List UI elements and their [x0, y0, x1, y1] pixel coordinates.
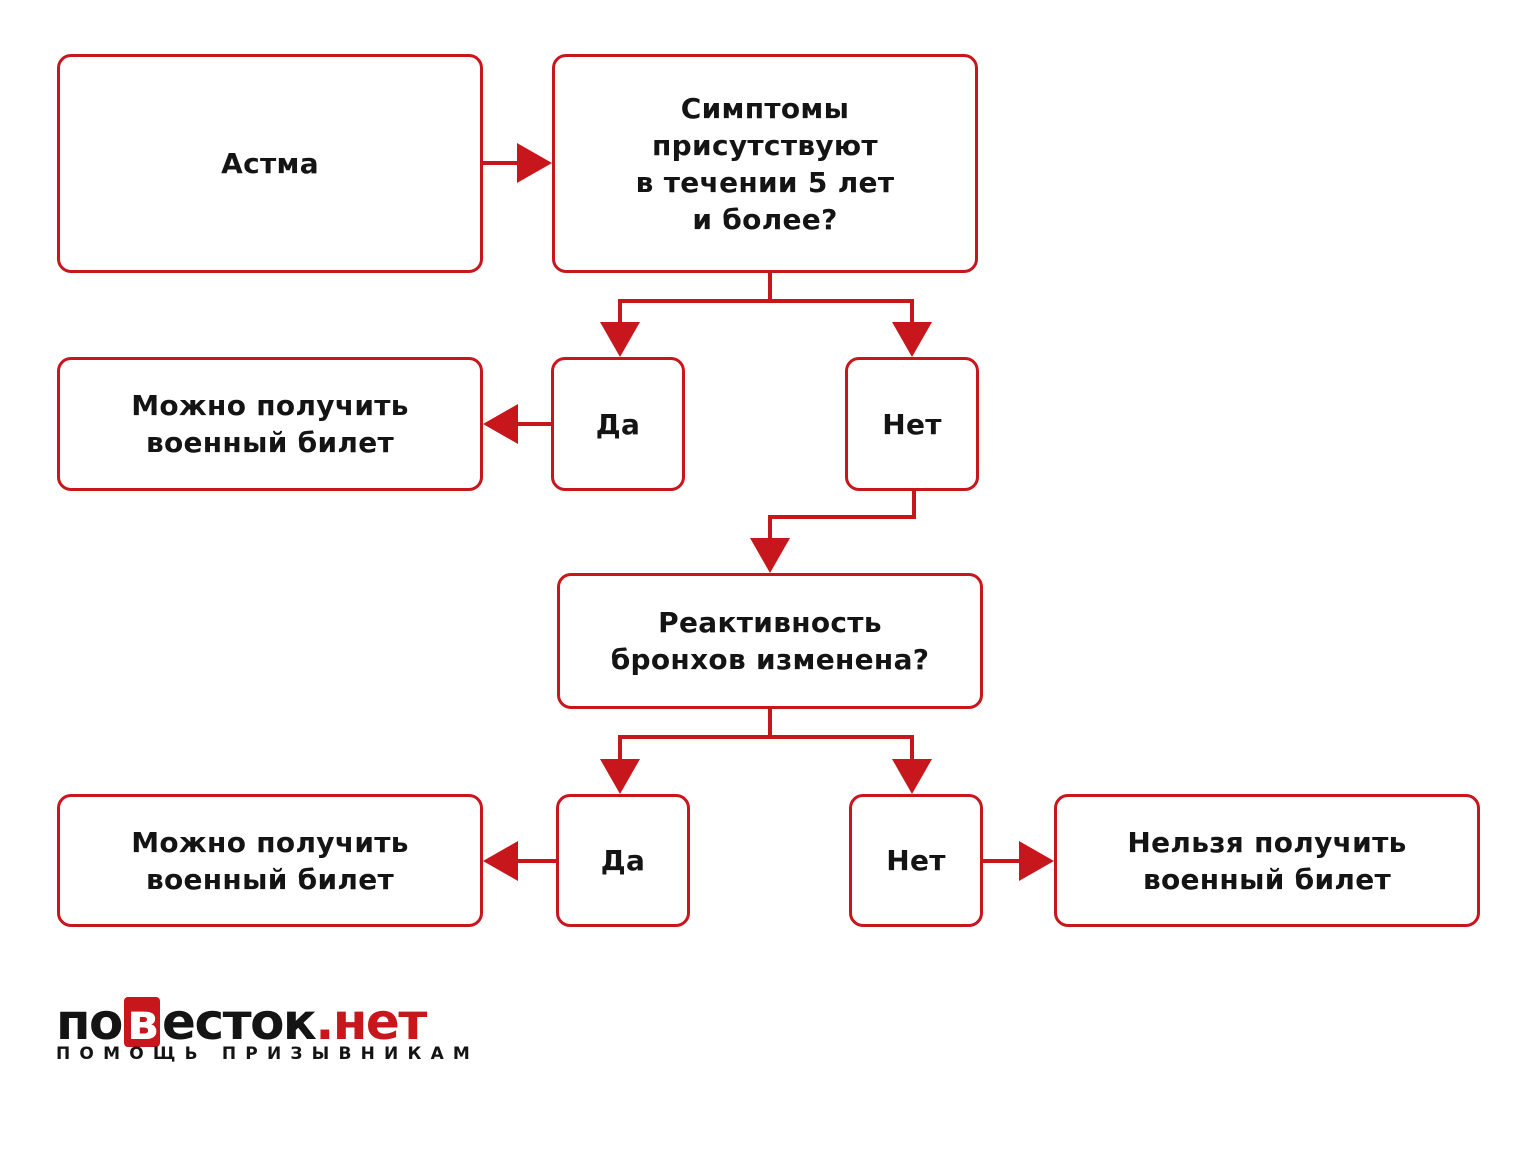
node-asthma-label: Астма: [221, 147, 319, 180]
node-symptoms-question-label: Симптомы присутствуют в течении 5 лет и …: [635, 91, 895, 236]
connector-reactivity-split: [618, 735, 914, 762]
arrowhead-down: [892, 759, 932, 794]
node-asthma: Астма: [57, 54, 483, 273]
node-cannot-get-ticket-label: Нельзя получить военный билет: [1127, 825, 1407, 896]
node-yes-2-label: Да: [600, 844, 646, 877]
arrowhead-right: [1019, 841, 1054, 881]
node-reactivity-question: Реактивность бронхов изменена?: [557, 573, 983, 709]
node-no-1: Нет: [845, 357, 979, 491]
arrowhead-down: [600, 759, 640, 794]
node-can-get-ticket-1-label: Можно получить военный билет: [131, 389, 409, 459]
arrowhead-left: [483, 841, 518, 881]
connector-no1-to-reactivity: [768, 490, 916, 541]
node-yes-1: Да: [551, 357, 685, 491]
logo-part-1: по: [56, 993, 123, 1051]
arrowhead-right: [517, 143, 552, 183]
node-yes-1-label: Да: [595, 407, 641, 441]
node-symptoms-question: Симптомы присутствуют в течении 5 лет и …: [552, 54, 978, 273]
node-can-get-ticket-2: Можно получить военный билет: [57, 794, 483, 927]
arrowhead-down: [750, 538, 790, 573]
node-no-2: Нет: [849, 794, 983, 927]
node-no-1-label: Нет: [882, 407, 942, 441]
connector-symptoms-split: [618, 299, 914, 325]
node-no-2-label: Нет: [886, 844, 946, 877]
logo-tagline: ПОМОЩЬ ПРИЗЫВНИКАМ: [56, 1044, 480, 1064]
arrowhead-down: [892, 322, 932, 357]
logo-part-3: .нет: [315, 993, 427, 1051]
node-can-get-ticket-1: Можно получить военный билет: [57, 357, 483, 491]
logo-v-mark: в: [123, 997, 161, 1047]
node-can-get-ticket-2-label: Можно получить военный билет: [131, 825, 409, 896]
arrowhead-left: [483, 404, 518, 444]
logo-part-2: есток: [162, 993, 317, 1051]
node-yes-2: Да: [556, 794, 690, 927]
node-cannot-get-ticket: Нельзя получить военный билет: [1054, 794, 1480, 927]
node-reactivity-question-label: Реактивность бронхов изменена?: [610, 606, 930, 676]
arrowhead-down: [600, 322, 640, 357]
